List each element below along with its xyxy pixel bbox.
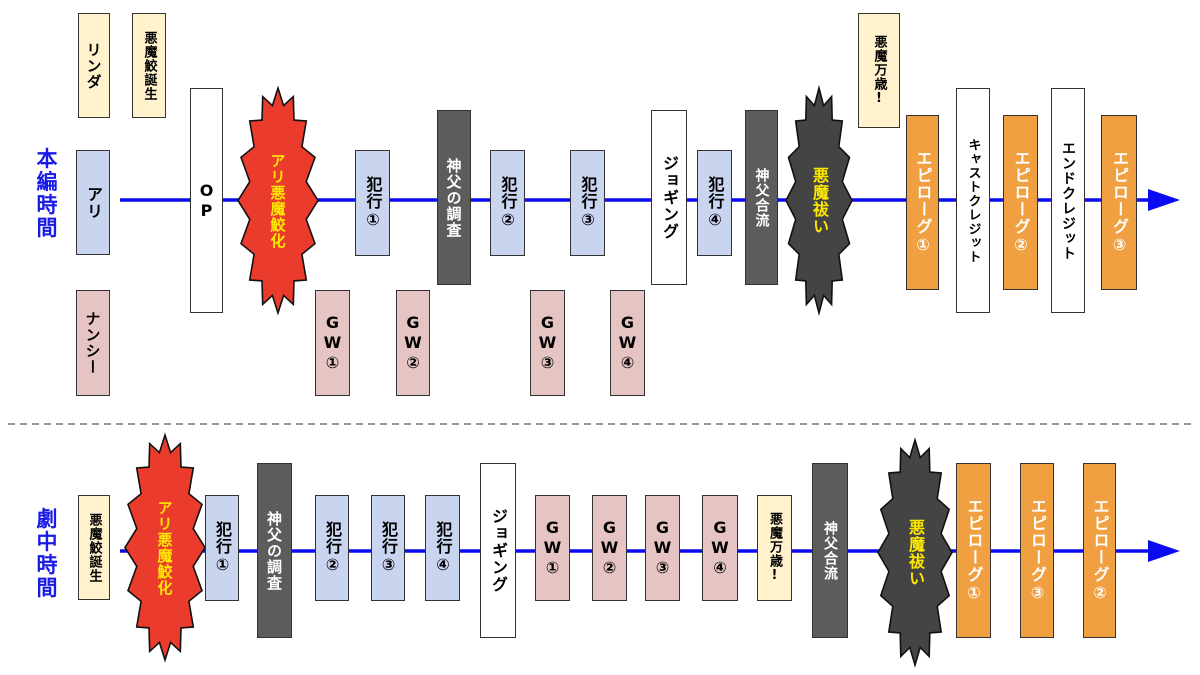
node-honpen-10: 犯行② <box>490 150 525 256</box>
node-burst-gekichu-1: アリ悪魔鮫化 <box>124 432 206 663</box>
node-honpen-0: リンダ <box>78 13 110 118</box>
node-gekichu-17: エピローグ② <box>1083 463 1116 638</box>
node-honpen-6: 犯行① <box>355 150 390 256</box>
node-gekichu-7: ジョギング <box>480 463 516 638</box>
node-gekichu-15: エピローグ① <box>956 463 991 638</box>
timeline-arrowhead-honpen <box>1148 189 1180 211</box>
node-gekichu-0: 悪魔鮫誕生 <box>78 495 110 600</box>
timeline-arrowhead-gekichu <box>1148 540 1180 562</box>
node-burst-gekichu-14: 悪魔祓い <box>877 437 953 668</box>
burst-label: 悪魔祓い <box>906 518 925 587</box>
burst-shape <box>877 437 953 668</box>
node-gekichu-11: GW④ <box>702 495 738 601</box>
node-gekichu-9: GW② <box>592 495 627 601</box>
node-honpen-18: 悪魔万歳! <box>858 13 900 128</box>
node-gekichu-10: GW③ <box>645 495 680 601</box>
section-label-gekichu: 劇中時間 <box>36 507 58 600</box>
node-gekichu-13: 神父合流 <box>812 463 848 638</box>
node-honpen-4: OP <box>190 88 223 313</box>
burst-label: 悪魔祓い <box>810 166 829 235</box>
node-honpen-7: GW① <box>315 290 350 396</box>
node-honpen-3: ナンシー <box>76 290 110 396</box>
node-honpen-20: キャストクレジット <box>956 88 990 313</box>
node-gekichu-2: 犯行① <box>205 495 239 601</box>
node-gekichu-6: 犯行④ <box>425 495 460 601</box>
node-burst-honpen-17: 悪魔祓い <box>785 84 853 317</box>
node-honpen-22: エンドクレジット <box>1051 88 1085 313</box>
burst-label: アリ悪魔鮫化 <box>155 499 174 596</box>
node-honpen-19: エピローグ① <box>906 115 939 290</box>
node-gekichu-5: 犯行③ <box>371 495 405 601</box>
node-honpen-21: エピローグ② <box>1003 115 1038 290</box>
node-honpen-16: 神父合流 <box>745 110 778 285</box>
node-honpen-14: ジョギング <box>651 110 687 285</box>
burst-shape <box>124 432 206 663</box>
node-honpen-23: エピローグ③ <box>1101 115 1137 290</box>
node-honpen-15: 犯行④ <box>697 150 732 256</box>
section-label-honpen: 本編時間 <box>36 147 58 240</box>
node-honpen-12: 犯行③ <box>570 150 605 256</box>
node-honpen-11: GW③ <box>530 290 565 396</box>
node-honpen-1: 悪魔鮫誕生 <box>132 13 166 118</box>
node-gekichu-3: 神父の調査 <box>257 463 292 638</box>
node-burst-honpen-5: アリ悪魔鮫化 <box>237 85 319 316</box>
node-honpen-9: 神父の調査 <box>437 110 471 285</box>
node-honpen-13: GW④ <box>610 290 645 396</box>
burst-shape <box>237 85 319 316</box>
node-gekichu-16: エピローグ③ <box>1020 463 1054 638</box>
burst-label: アリ悪魔鮫化 <box>268 152 287 249</box>
node-gekichu-12: 悪魔万歳! <box>757 495 792 601</box>
burst-shape <box>785 84 853 317</box>
node-gekichu-8: GW① <box>535 495 570 601</box>
node-honpen-8: GW② <box>396 290 430 396</box>
node-gekichu-4: 犯行② <box>315 495 349 601</box>
node-honpen-2: アリ <box>76 150 110 255</box>
